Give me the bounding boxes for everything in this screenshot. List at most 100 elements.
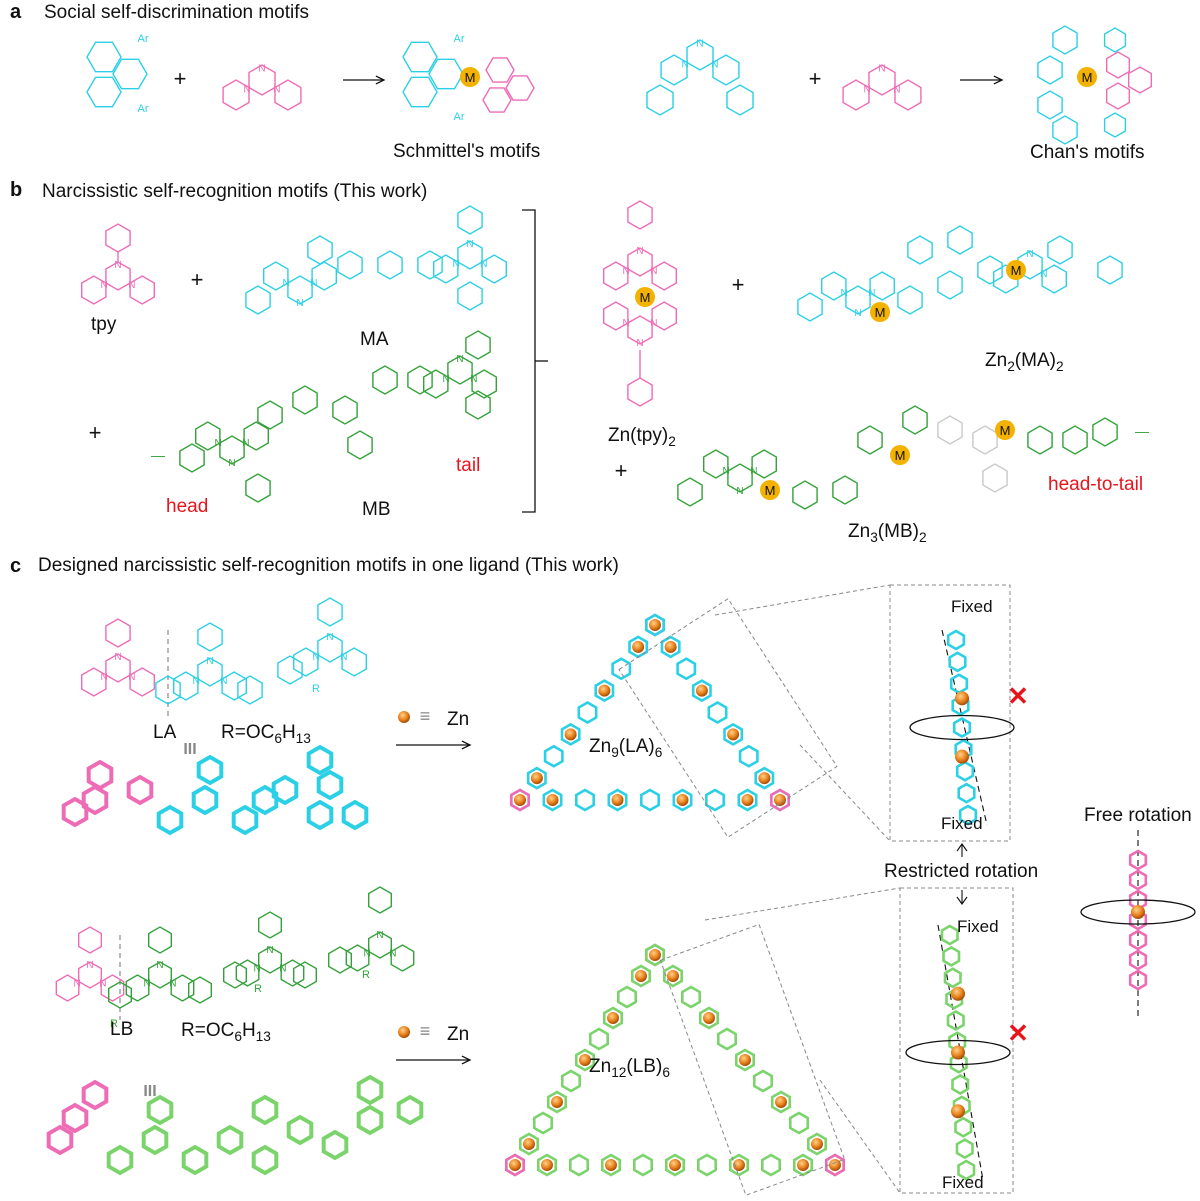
nitrogen-atom-label: N bbox=[750, 466, 757, 477]
r-group-label: R bbox=[110, 1018, 118, 1030]
zn-atom-icon bbox=[951, 1104, 965, 1119]
pyridine-ring bbox=[125, 974, 150, 1002]
zn-atom-icon bbox=[509, 1159, 521, 1171]
zn-atom-icon bbox=[546, 794, 559, 806]
pyridine-ring bbox=[1027, 425, 1053, 455]
stick-ring bbox=[251, 1144, 279, 1176]
pyridine-ring bbox=[147, 926, 173, 954]
assembly-ring bbox=[672, 788, 693, 812]
pyridine-ring bbox=[1041, 264, 1068, 294]
la-detail-stack bbox=[909, 629, 1015, 826]
pyridine-ring bbox=[417, 250, 443, 280]
phenanthroline-ring bbox=[112, 58, 148, 90]
panel-a-letter: a bbox=[10, 1, 22, 23]
central-pyridine bbox=[147, 961, 173, 989]
central-pyridine bbox=[197, 657, 223, 687]
stack-ring bbox=[1128, 929, 1148, 951]
detail-box-bottom bbox=[899, 887, 1014, 1194]
pyridine-ring bbox=[660, 54, 688, 86]
zn-atom-icon bbox=[635, 970, 647, 982]
mb-label: MB bbox=[362, 499, 391, 520]
assembly-ring bbox=[536, 1153, 558, 1177]
zn-tpy2-label: Zn(tpy)2 bbox=[608, 425, 676, 449]
fixed-label-2: Fixed bbox=[941, 814, 983, 833]
annotation-graphics: ✕✕ bbox=[618, 584, 1196, 1196]
assembly-ring bbox=[616, 985, 638, 1009]
zoom-region-bottom bbox=[659, 923, 846, 1196]
assembly-ring bbox=[737, 788, 758, 812]
nitrogen-atom-label: N bbox=[340, 652, 347, 663]
zn-atom-icon bbox=[607, 1012, 619, 1024]
pyridine-ring bbox=[293, 961, 317, 989]
nitrogen-atom-label: N bbox=[100, 672, 107, 683]
pyridine-ring bbox=[869, 271, 895, 301]
pyridine-ring bbox=[332, 395, 358, 425]
pyridine-ring bbox=[243, 421, 269, 451]
pyridine-ring bbox=[187, 976, 213, 1004]
assembly-ring bbox=[542, 788, 563, 812]
zn-atom-icon bbox=[667, 970, 679, 982]
assembly-ring bbox=[824, 1153, 846, 1177]
zn-atom-icon bbox=[564, 728, 577, 741]
phenyl-ring bbox=[222, 961, 248, 989]
assembly-ring bbox=[806, 1132, 828, 1156]
pyridine-ring bbox=[390, 944, 415, 972]
aryl-label-bottom-2: Ar bbox=[454, 111, 465, 123]
stack-ring bbox=[1128, 949, 1148, 971]
assembly-ring bbox=[723, 722, 744, 746]
stack-ring bbox=[942, 945, 961, 967]
stick-ring bbox=[216, 1124, 244, 1156]
stick-ring bbox=[86, 759, 114, 791]
assembly-ring bbox=[632, 1153, 654, 1177]
nitrogen-atom-label: N bbox=[169, 979, 176, 990]
phenyl-ring bbox=[407, 365, 433, 395]
nitrogen-atom-label: N bbox=[73, 979, 80, 990]
phenyl-ring bbox=[1097, 255, 1123, 285]
stick-ring bbox=[251, 1094, 279, 1126]
panel-b-title: Narcissistic self-recognition motifs (Th… bbox=[42, 181, 428, 202]
nitrogen-atom-label: N bbox=[696, 38, 703, 49]
pyridine-ring bbox=[603, 261, 629, 291]
zn-atom-icon bbox=[695, 684, 708, 697]
pyridine-ring bbox=[937, 415, 963, 445]
pyridine-ring bbox=[603, 301, 629, 331]
zn-atom-icon bbox=[649, 949, 661, 961]
stack-ring bbox=[951, 1073, 970, 1096]
r-group-label: R bbox=[254, 983, 262, 995]
metal-symbol: M bbox=[640, 290, 651, 305]
fixed-label-1: Fixed bbox=[951, 597, 993, 616]
assembly-ring bbox=[577, 701, 598, 724]
phenanthroline-ring bbox=[402, 41, 438, 73]
zoom-line bbox=[799, 744, 891, 842]
metal-symbol: M bbox=[875, 305, 886, 320]
metal-symbol: M bbox=[765, 483, 776, 498]
pyridine-ring bbox=[651, 261, 677, 291]
zn9-la6-assembly bbox=[509, 613, 791, 812]
nitrogen-atom-label: N bbox=[258, 63, 265, 74]
central-pyridine bbox=[627, 247, 653, 277]
stick-ring bbox=[141, 1124, 169, 1156]
stack-ring bbox=[940, 924, 959, 946]
assembly-ring bbox=[770, 1090, 792, 1114]
assembly-ring bbox=[792, 1153, 814, 1177]
zn-atom-icon bbox=[727, 728, 740, 741]
pyridine-ring bbox=[792, 480, 818, 510]
lb-r-definition: R=OC6H13 bbox=[181, 1020, 271, 1044]
assembly-ring bbox=[754, 766, 775, 790]
nitrogen-atom-label: N bbox=[840, 288, 847, 299]
plus-sign: + bbox=[732, 272, 745, 297]
pyridine-ring bbox=[485, 57, 515, 83]
nitrogen-atom-label: N bbox=[681, 60, 688, 71]
stick-ring bbox=[286, 1114, 314, 1146]
pyridine-ring bbox=[337, 250, 363, 280]
pyridine-ring bbox=[1052, 25, 1078, 55]
nitrogen-atom-label: N bbox=[1040, 269, 1047, 280]
metal-center-icon bbox=[635, 287, 655, 307]
nitrogen-atom-label: N bbox=[100, 280, 107, 291]
metal-symbol: M bbox=[895, 448, 906, 463]
stick-ring bbox=[316, 769, 344, 801]
metal-symbol: M bbox=[1082, 70, 1093, 85]
nitrogen-atom-label: N bbox=[228, 458, 235, 469]
stick-ring bbox=[356, 1104, 384, 1136]
phenyl-ring bbox=[377, 250, 403, 280]
